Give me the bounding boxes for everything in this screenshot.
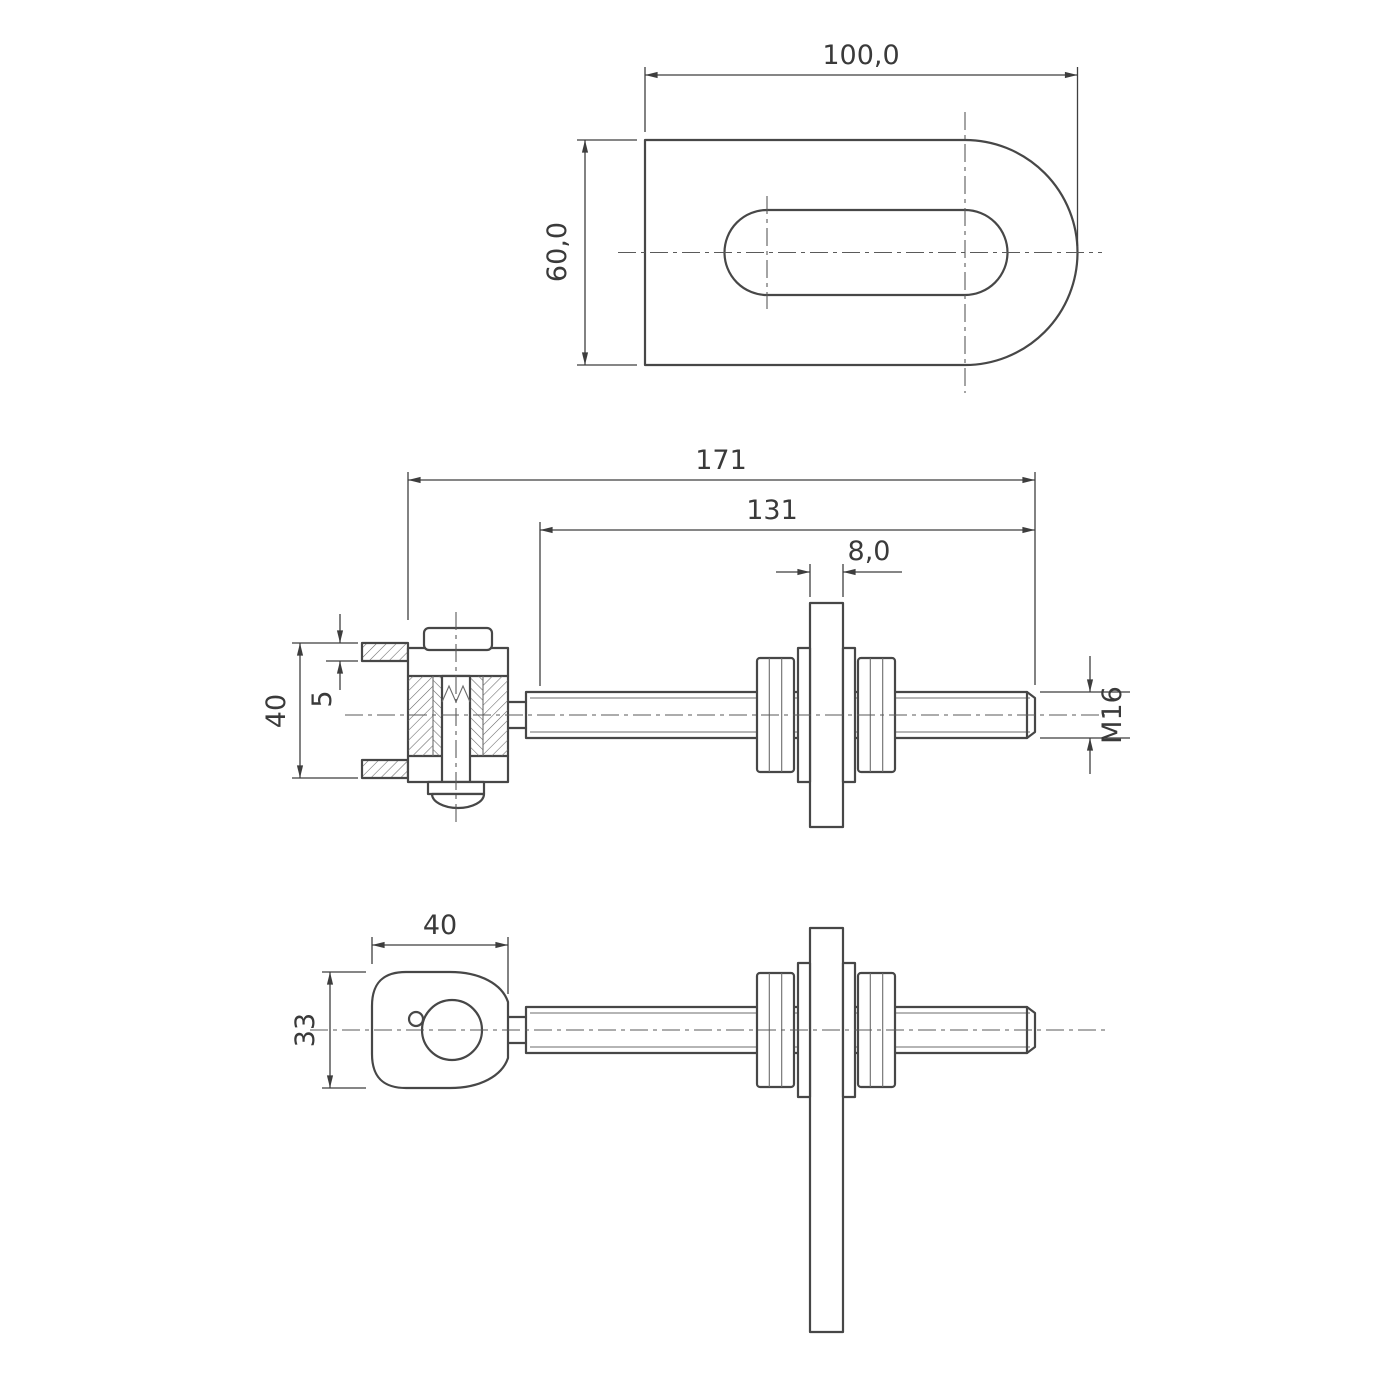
dim-label-plate-width: 100,0 <box>822 40 899 71</box>
dim-label-eye-width: 40 <box>423 910 457 941</box>
dim-label-arm-thickness: 5 <box>307 690 338 707</box>
dim-label-bracket-height: 40 <box>261 694 292 728</box>
dimension-plate-thickness: 8,0 <box>776 536 902 597</box>
dome-cap-nut <box>430 792 486 810</box>
dimension-thread-size: M16 <box>1040 656 1130 774</box>
grease-nipple <box>407 1010 425 1028</box>
bracket-arm-bottom <box>360 758 410 780</box>
dim-label-plate-thickness: 8,0 <box>848 536 891 567</box>
dimension-threaded-length: 131 <box>539 495 1036 686</box>
adjustment-bolt-head <box>422 626 494 652</box>
front-view-eye-bolt: 40 33 <box>290 910 1105 1334</box>
dimension-total-length: 171 <box>407 445 1036 685</box>
dimension-plate-width: 100,0 <box>644 40 1079 246</box>
dimension-eye-width: 40 <box>371 910 509 994</box>
plate-edge-front <box>808 926 845 1334</box>
dimension-plate-height: 60,0 <box>542 139 637 366</box>
side-view-hinge-assembly: 171 131 8,0 40 5 <box>261 445 1130 829</box>
dim-label-eye-height: 33 <box>290 1013 321 1047</box>
bracket-arm-top <box>360 641 410 663</box>
top-view-mounting-plate: 100,0 60,0 <box>542 40 1102 393</box>
dim-label-thread-size: M16 <box>1097 686 1128 744</box>
dimension-eye-height: 33 <box>290 971 366 1089</box>
dim-label-threaded-length: 131 <box>746 495 798 526</box>
dim-label-total-length: 171 <box>695 445 747 476</box>
dimension-arm-thickness: 5 <box>307 614 358 708</box>
dimension-bracket-height: 40 <box>261 642 358 779</box>
dim-label-plate-height: 60,0 <box>542 222 573 282</box>
hinge-bracket-section <box>360 612 510 822</box>
